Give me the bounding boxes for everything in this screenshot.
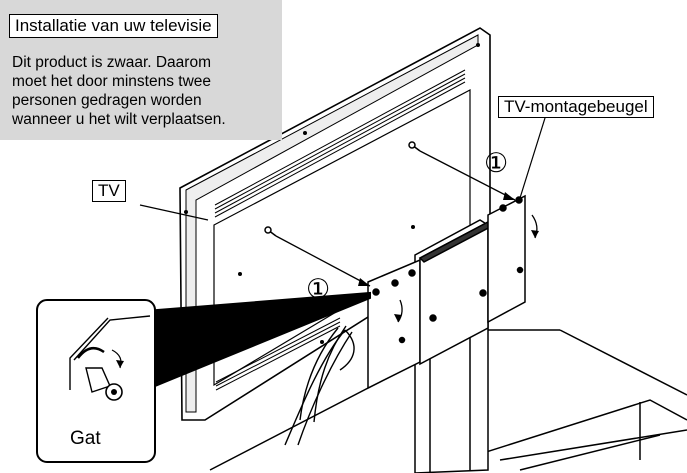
step-marker-left: ①: [306, 274, 331, 304]
mounting-bracket-right: [487, 194, 526, 324]
detail-callout: [36, 299, 156, 463]
hole-label: Gat: [70, 428, 101, 449]
note-line: personen gedragen worden: [12, 92, 202, 109]
arrow-heads: [358, 192, 539, 322]
note-line: moet het door minstens twee: [12, 73, 212, 90]
safety-note-panel: Installatie van uw televisie Dit product…: [0, 0, 282, 140]
tv-screws: [264, 141, 421, 237]
note-line: wanneer u het wilt verplaatsen.: [12, 111, 226, 128]
step-marker-right: ①: [484, 148, 509, 178]
cables: [284, 325, 355, 446]
tv-label: TV: [92, 180, 126, 202]
mounting-bracket-left: [367, 258, 421, 390]
mounting-bracket-center: [418, 220, 494, 366]
leader-lines: [139, 117, 546, 221]
bracket-label: TV-montagebeugel: [498, 96, 654, 118]
note-body: Dit product is zwaar. Daarom moet het do…: [12, 53, 280, 129]
note-line: Dit product is zwaar. Daarom: [12, 54, 211, 71]
note-title: Installatie van uw televisie: [9, 14, 218, 38]
